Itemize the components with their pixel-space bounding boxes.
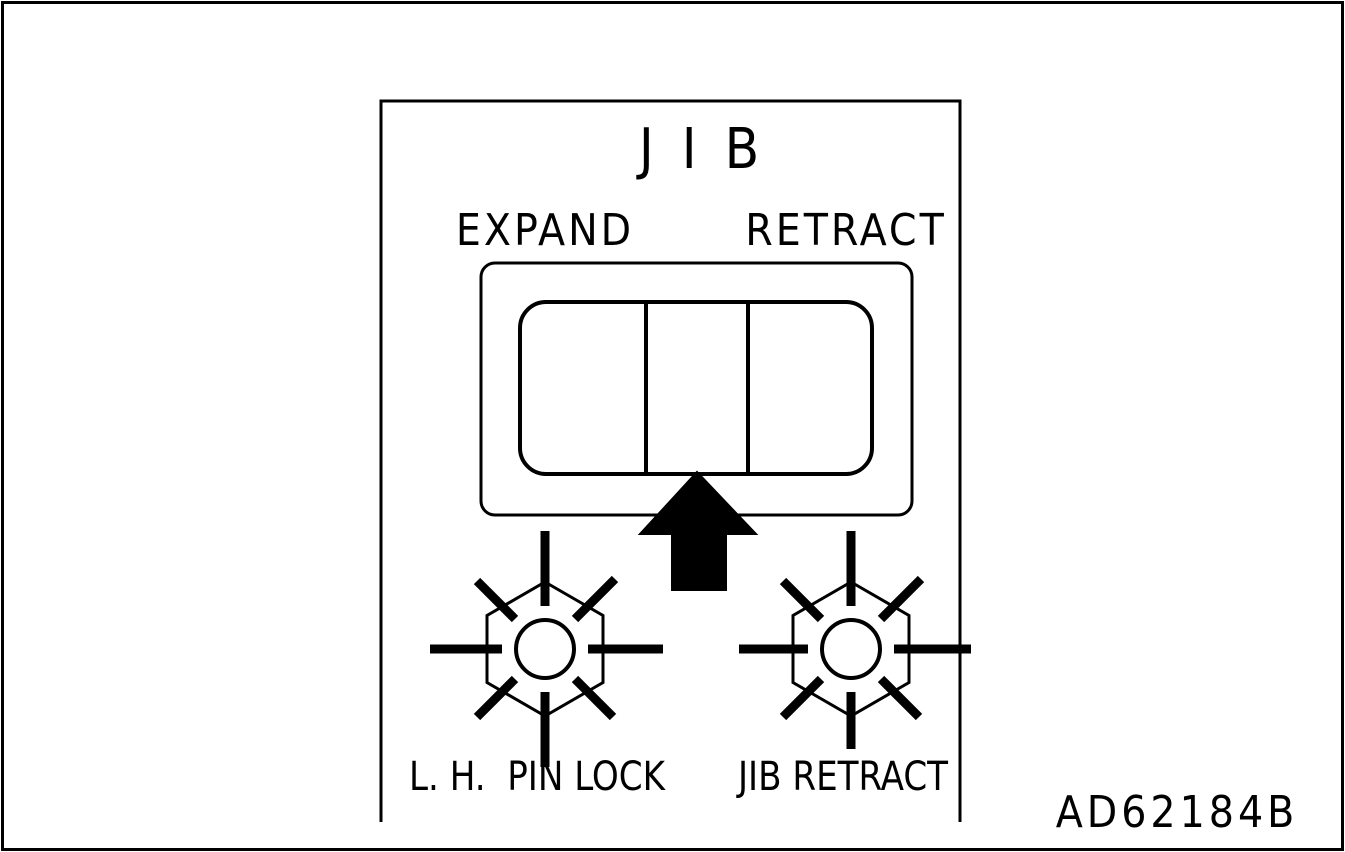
switch-rocker[interactable] bbox=[518, 300, 874, 476]
figure-code: AD62184B bbox=[1056, 787, 1299, 838]
pointer-arrow-icon bbox=[637, 470, 759, 591]
lamp-icon bbox=[430, 531, 663, 767]
retract-label: RETRACT bbox=[745, 205, 947, 256]
expand-label: EXPAND bbox=[456, 205, 634, 256]
panel-title: J I B bbox=[636, 117, 765, 182]
control-panel-outline bbox=[379, 99, 962, 822]
jib-retract-label: JIB RETRACT bbox=[736, 754, 949, 800]
lh-pin-lock-label: L. H. PIN LOCK bbox=[409, 754, 666, 800]
lamp-icon bbox=[739, 531, 971, 749]
